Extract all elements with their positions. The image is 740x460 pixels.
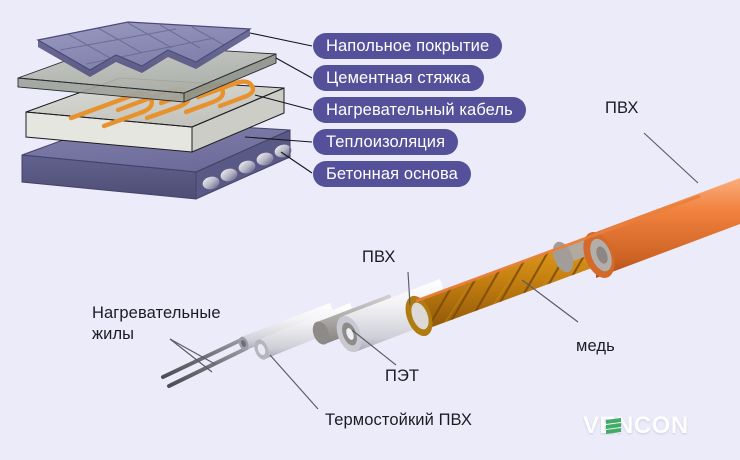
watermark-text: VENCON <box>583 412 689 439</box>
cable-leader-lines <box>169 132 699 410</box>
cable-label-outer-pvc: ПВХ <box>605 99 639 117</box>
heating-core-wires <box>161 337 249 388</box>
layer-label-heating-cable: Нагревательный кабель <box>313 97 526 123</box>
layer-label-cement-screed: Цементная стяжка <box>313 65 484 91</box>
layer-label-floor-covering: Напольное покрытие <box>313 33 503 59</box>
floor-leader-lines <box>244 32 313 174</box>
cable-label-heatproof-pvc: Термостойкий ПВХ <box>325 411 473 429</box>
cable-label-pet: ПЭТ <box>385 367 420 385</box>
floor-layer-floor-covering <box>36 21 252 77</box>
hollow-core-voids <box>202 144 292 190</box>
cable-label-heating-cores: Нагревательные жилы <box>92 304 221 343</box>
cable-label-inner-pvc: ПВХ <box>362 248 396 266</box>
orange-outer-jacket <box>583 178 740 278</box>
layer-label-thermal-insulation: Теплоизоляция <box>313 129 459 155</box>
layer-label-concrete-base: Бетонная основа <box>313 161 471 187</box>
cable-cutaway <box>161 178 740 388</box>
vencon-watermark: VENCON <box>583 414 689 438</box>
vencon-logo-icon <box>606 418 621 434</box>
cable-label-copper: медь <box>576 337 615 355</box>
